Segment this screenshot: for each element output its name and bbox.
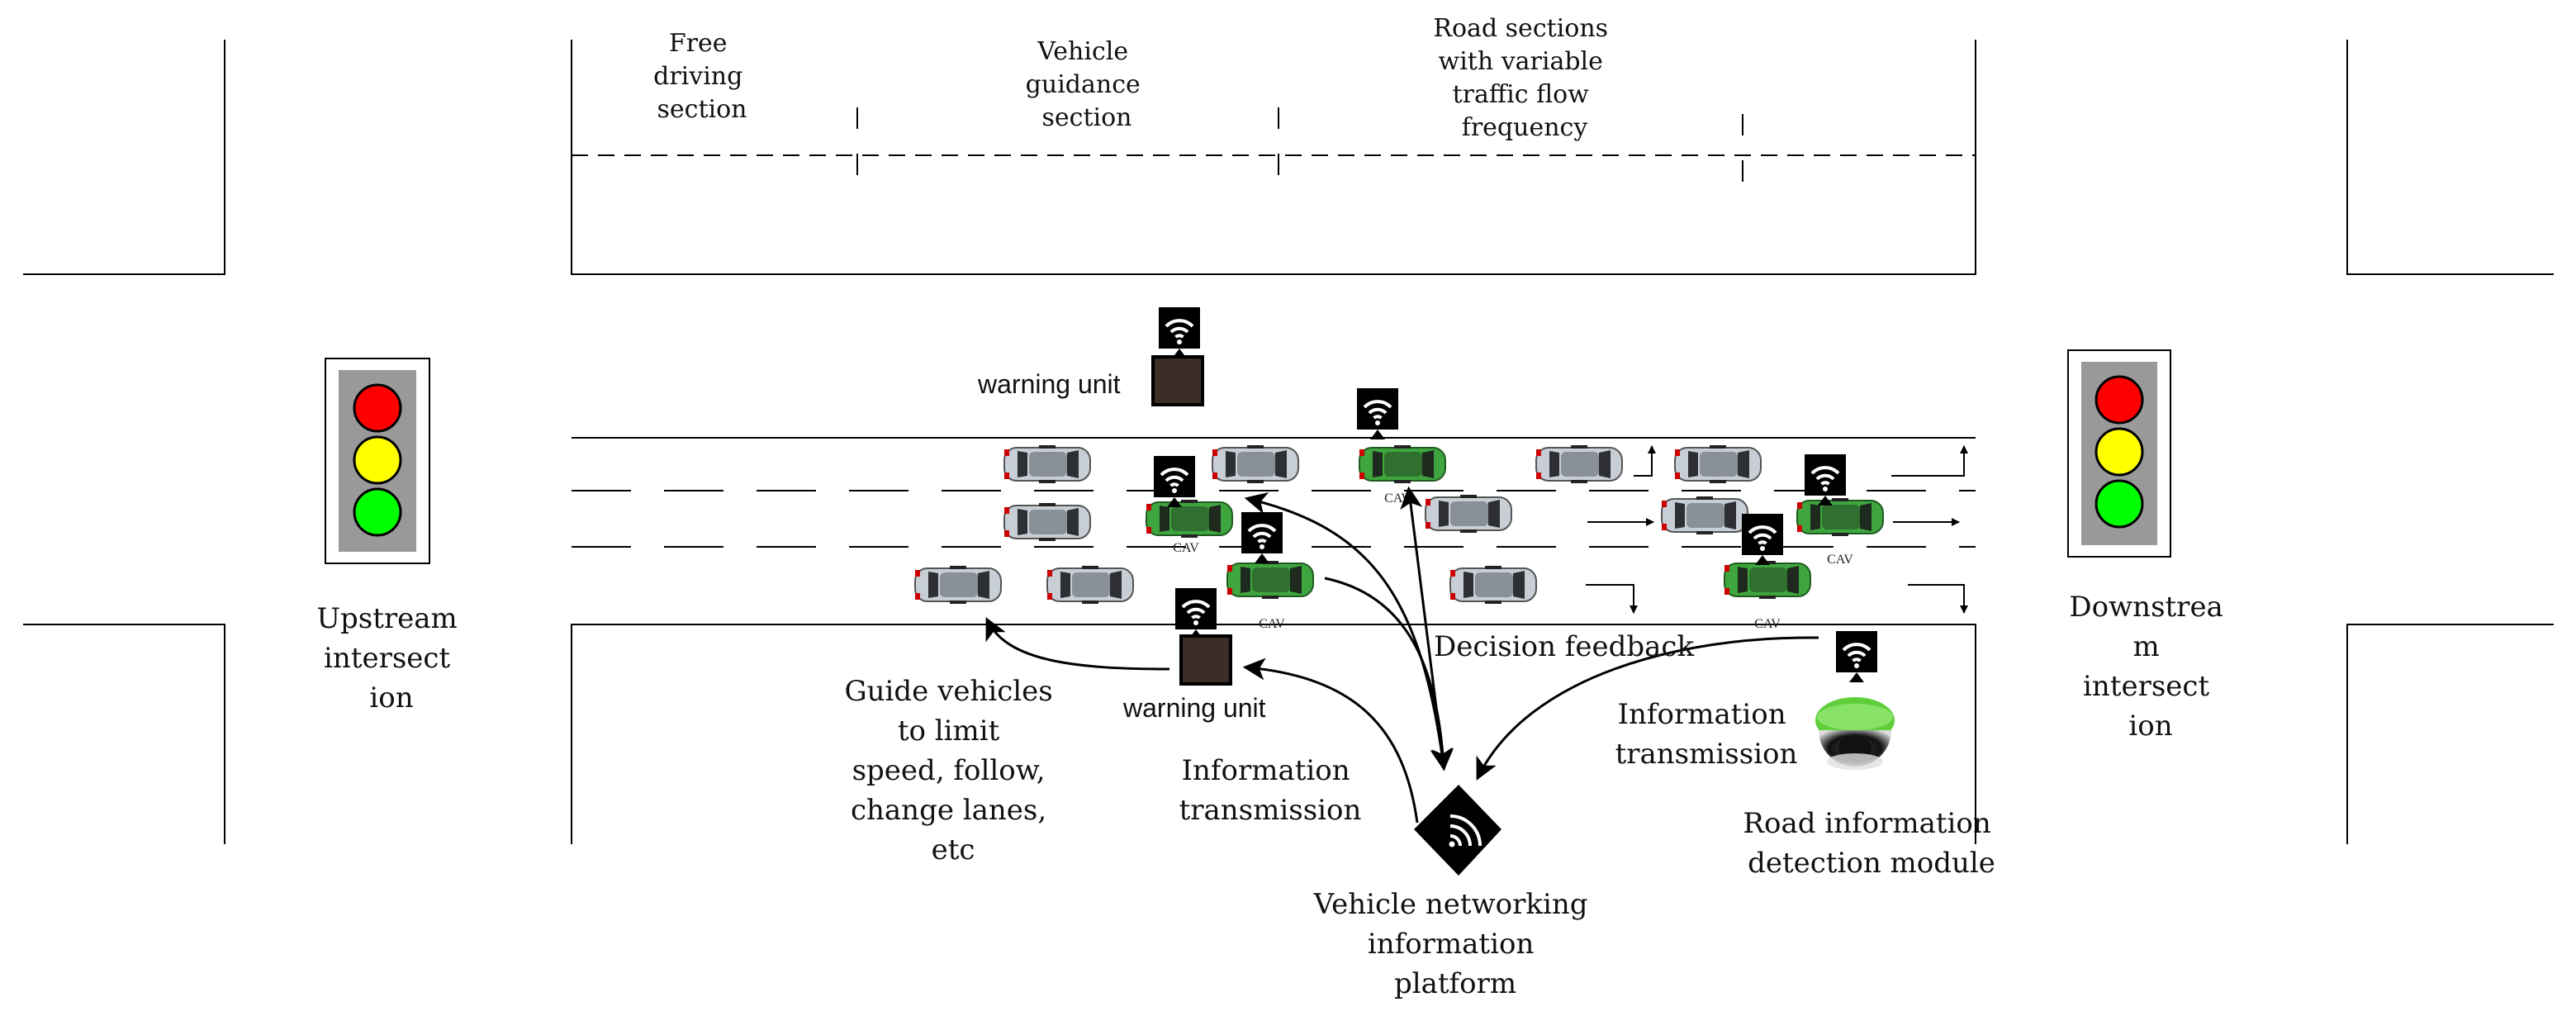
info-transmission-left-label: Information transmission	[1179, 754, 1362, 827]
green-lamp	[353, 487, 402, 537]
cav-label: CAV	[1384, 491, 1411, 506]
wifi-icon	[1355, 387, 1400, 441]
traffic-light-upstream	[325, 358, 430, 564]
traffic-light-downstream	[2067, 349, 2171, 558]
vehicle-guidance-label: Vehicle guidance section	[1026, 37, 1149, 132]
guide-vehicles-label: Guide vehicles to limit speed, follow, c…	[844, 675, 1061, 866]
cav-label: CAV	[1827, 553, 1853, 567]
cav-label: CAV	[1259, 617, 1285, 631]
wifi-icon	[1803, 453, 1848, 507]
warning-unit-top-label: warning unit	[977, 369, 1121, 399]
wifi-icon	[1174, 586, 1218, 641]
vehicle	[1449, 565, 1537, 605]
red-lamp	[353, 383, 402, 433]
cav-vehicle	[1359, 444, 1446, 484]
cav-label: CAV	[1754, 617, 1781, 631]
yellow-lamp	[2094, 427, 2144, 477]
camera-sensor-icon	[1815, 697, 1895, 770]
vehicle	[914, 565, 1002, 605]
vehicle	[1046, 565, 1134, 605]
wifi-icon	[1152, 454, 1197, 509]
yellow-lamp	[353, 435, 402, 485]
warning-unit-box	[1179, 634, 1232, 686]
variable-flow-label: Road sections with variable traffic flow…	[1433, 14, 1615, 142]
section-labels: Free driving section Vehicle guidance se…	[653, 14, 1615, 142]
lane-direction-arrows	[1586, 445, 1968, 614]
vehicle	[1212, 444, 1299, 484]
upstream-intersection-label: Upstream intersect ion	[316, 602, 466, 715]
platform-label: Vehicle networking information platform	[1313, 888, 1597, 1000]
section-divider	[572, 107, 1976, 205]
vehicle	[1535, 444, 1623, 484]
wifi-icon	[1834, 629, 1879, 684]
cav-vehicle	[1796, 497, 1884, 537]
cav-vehicle	[1226, 560, 1314, 600]
decision-feedback-label: Decision feedback	[1434, 630, 1694, 663]
downstream-intersection-label: Downstrea m intersect ion	[2069, 591, 2232, 743]
red-lamp	[2094, 375, 2144, 425]
info-transmission-right-label: Information transmission	[1615, 698, 1798, 771]
vehicle	[1674, 444, 1762, 484]
cav-vehicle	[1146, 499, 1233, 539]
green-lamp	[2094, 479, 2144, 529]
wifi-icon	[1157, 306, 1202, 360]
warning-unit-box	[1151, 355, 1204, 406]
platform-diamond-icon	[1414, 785, 1501, 876]
vehicle	[1661, 496, 1748, 535]
vehicle	[1003, 444, 1091, 484]
detection-module-label: Road information detection module	[1743, 807, 2000, 880]
wifi-icon	[1740, 512, 1785, 567]
vehicles	[914, 444, 1884, 605]
wifi-icon	[1240, 510, 1284, 565]
flow-arrows	[985, 486, 1819, 824]
vehicle	[1003, 502, 1091, 542]
vehicle	[1425, 494, 1512, 534]
cav-label: CAV	[1173, 541, 1199, 555]
cav-vehicle	[1724, 560, 1811, 600]
warning-unit-bottom-label: warning unit	[1122, 693, 1266, 723]
free-driving-label: Free driving section	[653, 29, 751, 124]
